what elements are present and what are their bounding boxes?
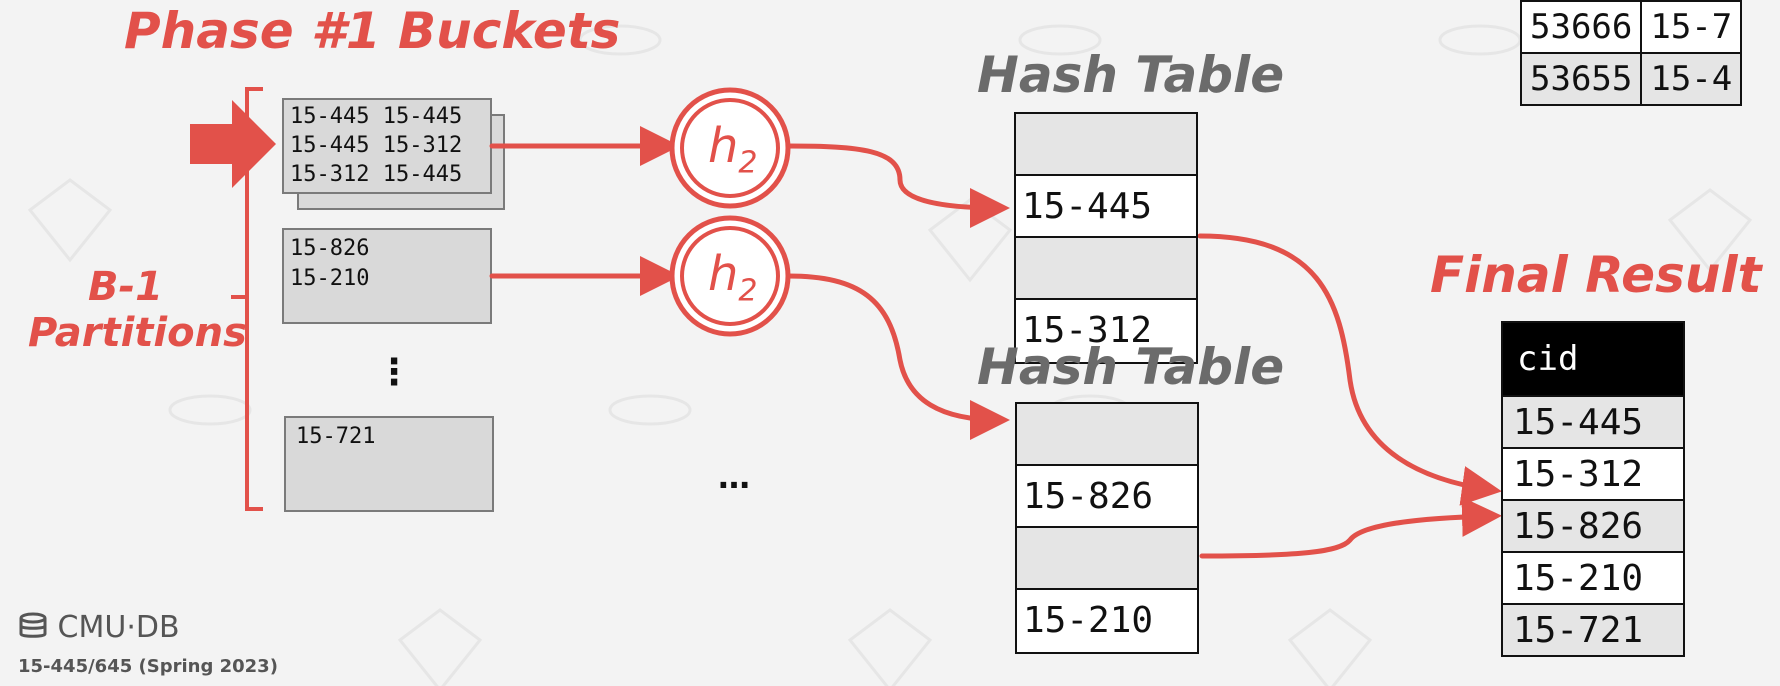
final-result-row: 15-210: [1503, 551, 1683, 603]
final-result-table: cid 15-445 15-312 15-826 15-210 15-721: [1501, 321, 1685, 657]
table-cell: 15-7: [1640, 0, 1743, 54]
final-result-row: 15-721: [1503, 603, 1683, 655]
hash-function-2-icon: [669, 215, 791, 337]
logo-text: CMU·DB: [57, 610, 180, 645]
cmu-db-logo: CMU·DB: [18, 610, 180, 645]
hash-fn-name: h: [708, 118, 739, 174]
hash-function-1-icon: [669, 87, 791, 209]
partitions-label-line2: Partitions: [28, 310, 247, 356]
hash-table-cell: 15-210: [1017, 590, 1197, 652]
hash-table-cell: [1016, 238, 1196, 300]
course-label: 15-445/645 (Spring 2023): [18, 656, 278, 677]
bucket-3-line: 15-721: [296, 424, 376, 449]
bucket-2-line: 15-210: [290, 266, 370, 291]
partitions-brace: [231, 87, 263, 511]
table-1-to-result-arrow: [1197, 233, 1502, 506]
hash-function-1-label: h2: [708, 118, 758, 181]
hash-table-cell: 15-826: [1017, 466, 1197, 528]
top-right-table: 53666 15-7 53655 15-4: [1519, 0, 1743, 106]
vertical-ellipsis: ⋮: [376, 352, 412, 393]
hash-table-1-title: Hash Table: [977, 46, 1285, 104]
phase-title: Phase #1 Buckets: [124, 2, 621, 60]
hash-table-cell: 15-312: [1016, 300, 1196, 362]
table-cell: 15-4: [1640, 52, 1743, 106]
hash-to-table-2-arrow: [785, 273, 1010, 440]
hash-table-2: 15-826 15-210: [1015, 402, 1199, 654]
final-result-row: 15-826: [1503, 499, 1683, 551]
horizontal-ellipsis: …: [718, 458, 750, 496]
hash-to-table-1-arrow: [785, 143, 1010, 228]
final-result-title: Final Result: [1430, 246, 1762, 304]
final-result-row: 15-312: [1503, 447, 1683, 499]
hash-table-cell: [1017, 528, 1197, 590]
bucket-2: 15-826 15-210: [282, 228, 492, 324]
database-icon: [19, 612, 47, 638]
table-cell: 53666: [1519, 0, 1643, 54]
bucket-1: 15-445 15-445 15-445 15-312 15-312 15-44…: [282, 98, 492, 194]
hash-table-2-title: Hash Table: [977, 338, 1285, 396]
partitions-label-line1: B-1: [88, 264, 163, 310]
bucket-1-line: 15-312 15-445: [290, 162, 463, 187]
hash-fn-sub: 2: [738, 273, 758, 309]
bucket-1-line: 15-445 15-312: [290, 133, 463, 158]
final-result-header: cid: [1503, 323, 1683, 395]
bucket-2-line: 15-826: [290, 236, 370, 261]
table-2-to-result-arrow: [1199, 496, 1502, 559]
table-cell: 53655: [1519, 52, 1643, 106]
hash-fn-name: h: [708, 246, 739, 302]
hash-table-cell: [1017, 404, 1197, 466]
final-result-row: 15-445: [1503, 395, 1683, 447]
hash-table-1: 15-445 15-312: [1014, 112, 1198, 364]
hash-fn-sub: 2: [738, 145, 758, 181]
hash-table-cell: 15-445: [1016, 176, 1196, 238]
bucket-3: 15-721: [284, 416, 494, 512]
bucket-1-line: 15-445 15-445: [290, 104, 463, 129]
hash-table-cell: [1016, 114, 1196, 176]
current-bucket-arrow: [190, 100, 276, 188]
hash-function-2-label: h2: [708, 246, 758, 309]
